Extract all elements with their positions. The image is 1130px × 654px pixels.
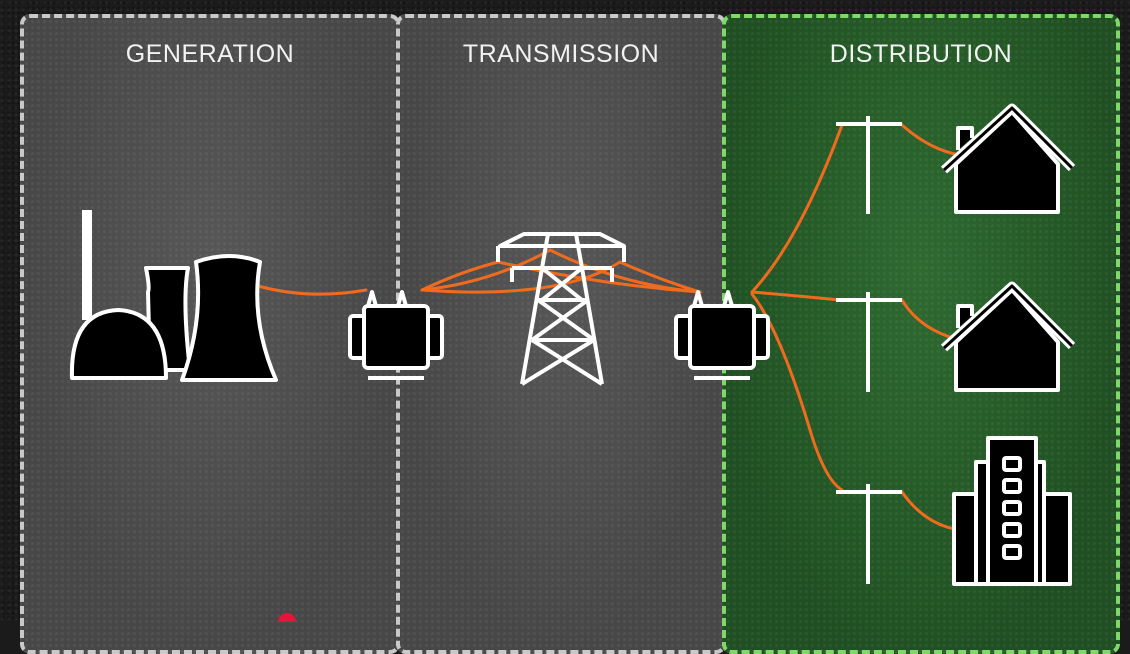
distribution-label: DISTRIBUTION [829,40,1013,68]
transformer-icon [348,290,444,380]
utility-pole-icon [836,484,902,584]
utility-pole-icon [836,292,902,392]
grid-diagram [69,103,1076,622]
power-plant-icon [69,210,278,382]
transmission-label: TRANSMISSION [462,40,660,68]
transmission-tower-icon [496,232,626,386]
house-icon [940,103,1076,214]
generation-label: GENERATION [125,40,295,68]
utility-pole-icon [836,116,902,214]
house-icon [940,281,1076,392]
transformer-icon [674,290,770,380]
office-building-icon [952,436,1072,586]
cursor-marker [278,613,296,622]
